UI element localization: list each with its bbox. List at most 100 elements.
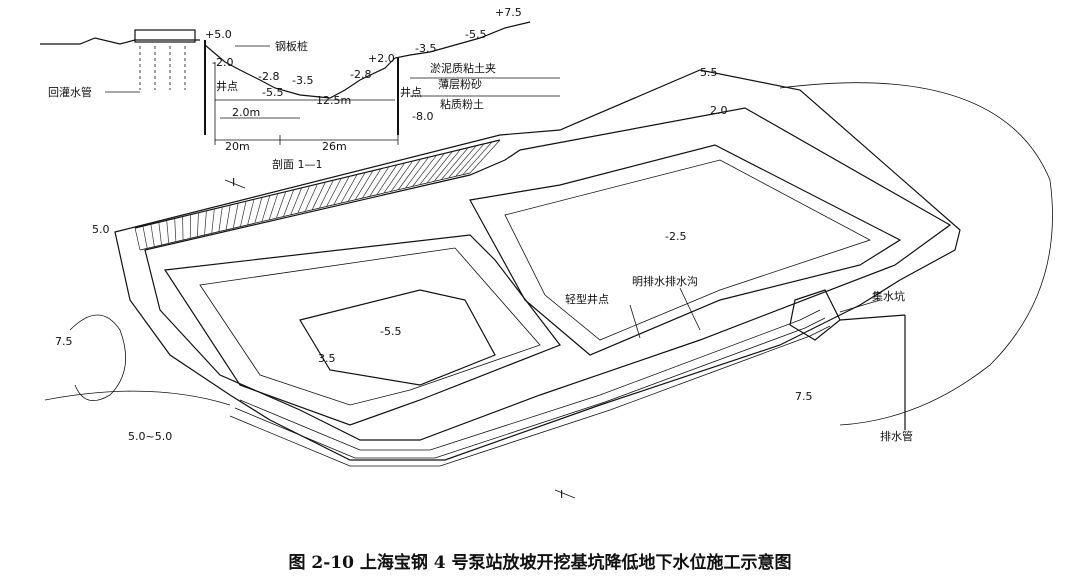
ground-line-left <box>40 37 200 45</box>
sheet-pile-hatch-line <box>197 212 199 237</box>
sheet-pile-hatch-line <box>340 174 358 204</box>
pile-cap <box>134 29 196 43</box>
sheet-pile-hatch-line <box>134 227 141 251</box>
sec-dim-26m: 26m <box>322 140 347 153</box>
sheet-pile-hatch-line <box>319 180 334 209</box>
sheet-pile-hatch-line <box>390 160 414 192</box>
sec-steel-pile-label: 钢板桩 <box>275 39 308 53</box>
plan-section-mark-top: I <box>232 176 235 189</box>
slope-top-edge <box>144 107 952 441</box>
sec-elev-top-left: +5.0 <box>205 28 232 41</box>
ditch-leader <box>679 287 701 331</box>
sheet-pile-hatch-line <box>412 155 437 187</box>
sec-dim-20m: 20m <box>225 140 250 153</box>
sheet-pile-hatch-line <box>158 222 162 246</box>
sec-elev-bottom: -5.5 <box>262 86 283 99</box>
right-basin-inner <box>504 159 872 341</box>
sec-elev-mid3: -2.8 <box>350 68 371 81</box>
sheet-pile-hatch-line <box>326 178 342 207</box>
sec-well-left: 井点 <box>216 79 238 93</box>
sheet-pile-hatch-line <box>297 185 310 214</box>
sheet-pile-hatch-line <box>455 143 485 177</box>
sheet-pile-hatch-line <box>240 201 247 227</box>
sheet-pile-hatch-line <box>397 158 421 190</box>
sheet-pile-hatch-line <box>433 149 461 182</box>
drain-pipe-branch <box>839 314 906 321</box>
plan-elev-bottom-left: 7.5 <box>55 335 73 348</box>
figure-caption: 图 2-10 上海宝钢 4 号泵站放坡开挖基坑降低地下水位施工示意图 <box>288 553 792 573</box>
sheet-pile-hatch <box>134 139 501 251</box>
plan-elev-slope: 3.5 <box>318 352 336 365</box>
plan-elev-corner: 5.0~5.0 <box>128 430 172 443</box>
sheet-pile-hatch-line <box>150 224 155 247</box>
sheet-pile-hatch-line <box>376 164 398 195</box>
sec-elev-upper-slope: -5.5 <box>465 28 486 41</box>
sec-elev-right-bottom: -8.0 <box>412 110 433 123</box>
deep-pit <box>299 289 496 386</box>
sec-elev-right-top: +7.5 <box>495 6 522 19</box>
sheet-pile-hatch-line <box>304 183 318 212</box>
sheet-pile-hatch-line <box>204 210 207 235</box>
ditch-line-2 <box>234 317 826 459</box>
sheet-pile-hatch-line <box>142 226 148 249</box>
plan-elev-top-right: 5.5 <box>700 66 718 79</box>
plan-elev-right-inner: 2.0 <box>710 104 728 117</box>
plan-elev-bottom-right: 7.5 <box>795 390 813 403</box>
sec-recharge-pipe: 回灌水管 <box>48 85 92 99</box>
sheet-pile-hatch-line <box>261 195 271 222</box>
sheet-pile-hatch-line <box>311 181 326 210</box>
sheet-pile-hatch-line <box>290 187 302 215</box>
sheet-pile-hatch-line <box>405 157 429 189</box>
excavation-diagram: +5.0 钢板桩 +7.5 -5.5 +2.0 -3.5 -2.8 -3.5 -… <box>40 6 1053 501</box>
sheet-pile-hatch-line <box>441 147 469 180</box>
sheet-pile-hatch-line <box>254 197 263 224</box>
cross-section: +5.0 钢板桩 +7.5 -5.5 +2.0 -3.5 -2.8 -3.5 -… <box>40 6 560 171</box>
sheet-pile-hatch-line <box>354 170 374 200</box>
sec-title: 剖面 1—1 <box>272 157 323 171</box>
sheet-pile-hatch-line <box>419 153 445 185</box>
sheet-pile-hatch-line <box>283 189 295 217</box>
sheet-pile-hatch-line <box>211 208 215 234</box>
sec-elev-berm2: -3.5 <box>415 42 436 55</box>
sump-leader <box>839 299 881 313</box>
plan-elev-left: 5.0 <box>92 223 110 236</box>
section-mark-bottom-line <box>554 489 576 499</box>
sheet-pile-hatch-line <box>247 199 255 225</box>
ditch-line-3 <box>229 325 831 467</box>
sheet-pile-hatch-line <box>426 151 453 184</box>
section-mark-top-line <box>224 179 246 189</box>
plan-drain-pipe: 排水管 <box>880 429 913 443</box>
plan-section-mark-bottom: I <box>560 488 563 501</box>
left-pit-inner <box>199 247 541 406</box>
plan-sump: 集水坑 <box>872 289 905 303</box>
bottom-left-curve <box>44 390 231 406</box>
sheet-pile-hatch-line <box>469 139 501 174</box>
sec-dim-2m: 2.0m <box>232 106 260 119</box>
outer-perimeter <box>114 69 961 461</box>
sec-elev-berm: +2.0 <box>368 52 395 65</box>
sump-shape <box>789 289 841 341</box>
sec-elev-mid: -2.8 <box>258 70 279 83</box>
sheet-pile-hatch-line <box>369 166 390 197</box>
ditch-line-1 <box>239 309 821 451</box>
sheet-pile-hatch-line <box>383 162 406 194</box>
plan-elev-basin: -2.5 <box>665 230 686 243</box>
sheet-pile-hatch-line <box>218 206 223 232</box>
well-leader <box>629 304 641 339</box>
sec-elev-mid2: -3.5 <box>292 74 313 87</box>
sheet-pile-hatch-line <box>333 176 350 205</box>
excavation-profile <box>204 21 531 99</box>
plan-light-well: 轻型井点 <box>565 292 609 306</box>
sheet-pile-hatch-line <box>448 145 477 179</box>
sheet-pile-hatch-line <box>362 168 382 199</box>
left-lobe <box>69 314 126 402</box>
sheet-pile-hatch-line <box>232 203 239 229</box>
right-outer-arc <box>779 82 1053 426</box>
sec-soil-1: 淤泥质粘土夹 <box>430 61 496 75</box>
sheet-pile-hatch-line <box>174 218 177 242</box>
plan-open-ditch: 明排水排水沟 <box>632 274 698 288</box>
sheet-pile-hatch-line <box>347 172 366 202</box>
sec-dim-12m: 12.5m <box>316 94 351 107</box>
sec-well-right: 井点 <box>400 85 422 99</box>
